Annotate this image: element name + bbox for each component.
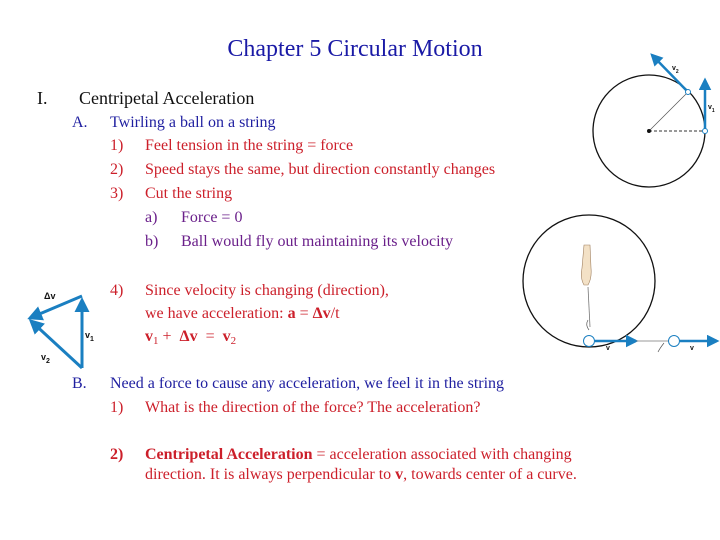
outline-marker-B1: 1) xyxy=(110,399,124,416)
centripetal-definition-line2: direction. It is always perpendicular to… xyxy=(145,466,577,484)
equals-sign: = xyxy=(197,328,223,345)
outline-item-force-zero: Force = 0 xyxy=(181,209,243,226)
circle-label-v1: v1 xyxy=(708,104,715,114)
v2-subscript: 2 xyxy=(230,335,237,347)
outline-item-velocity-changing: Since velocity is changing (direction), xyxy=(145,282,389,299)
acceleration-prefix: we have acceleration: xyxy=(145,305,288,322)
outline-item-twirling: Twirling a ball on a string xyxy=(110,114,276,131)
delta-v-symbol: Δv xyxy=(179,328,198,345)
outline-item-need-force: Need a force to cause any acceleration, … xyxy=(110,375,505,392)
triangle-label-v1: v1 xyxy=(85,330,94,343)
per-time: /t xyxy=(330,305,340,322)
outline-marker-A3: 3) xyxy=(110,185,124,202)
label-sub: 1 xyxy=(90,336,94,343)
acceleration-symbol: a xyxy=(287,305,296,322)
label-v: v xyxy=(41,352,47,362)
outline-marker-I: I. xyxy=(37,88,48,108)
v2-tangent-arrow-icon xyxy=(650,53,689,93)
centripetal-term: Centripetal Acceleration xyxy=(145,446,313,463)
centripetal-definition-line1: Centripetal Acceleration = acceleration … xyxy=(145,446,572,464)
vector-sum-equation: v1 + Δv = v2 xyxy=(145,328,236,347)
outline-marker-A3a: a) xyxy=(145,209,158,226)
ball-label-v-right: v xyxy=(690,345,694,352)
outline-marker-A4: 4) xyxy=(110,282,124,299)
centripetal-definition: = acceleration associated with changing xyxy=(312,446,572,463)
outline-marker-B2: 2) xyxy=(110,446,124,463)
outline-item-fly-out: Ball would fly out maintaining its veloc… xyxy=(181,233,453,250)
ball-label-v-left: v xyxy=(606,345,610,352)
definition-suffix: , towards center of a curve. xyxy=(403,466,577,483)
outline-item-speed: Speed stays the same, but direction cons… xyxy=(145,161,496,178)
triangle-label-v2: v2 xyxy=(41,352,50,365)
v2-symbol: v xyxy=(222,328,231,345)
outline-item-direction-question: What is the direction of the force? The … xyxy=(145,399,481,416)
definition-prefix: direction. It is always perpendicular to xyxy=(145,466,396,483)
slide-title: Chapter 5 Circular Motion xyxy=(227,36,483,62)
acceleration-definition: we have acceleration: a = Δv/t xyxy=(145,305,340,323)
hand-icon xyxy=(581,244,592,286)
outline-marker-A1: 1) xyxy=(110,137,124,154)
outline-marker-A2: 2) xyxy=(110,161,124,178)
triangle-label-dv: Δv xyxy=(44,291,56,301)
vector-triangle-diagram xyxy=(27,294,90,370)
outline-heading-centripetal: Centripetal Acceleration xyxy=(79,88,255,108)
circle-velocity-diagram xyxy=(592,53,712,188)
outline-marker-A3b: b) xyxy=(145,233,159,250)
equals-sign: = xyxy=(295,305,313,322)
outline-item-cut-string: Cut the string xyxy=(145,185,233,202)
ball-on-string-diagram xyxy=(522,214,720,353)
plus-sign: + xyxy=(158,328,180,345)
label-v: v xyxy=(672,65,676,72)
velocity-symbol: v xyxy=(395,466,404,483)
v2-arrow-icon xyxy=(28,318,84,370)
label-v: v xyxy=(708,104,712,111)
delta-v-symbol: Δv xyxy=(312,305,331,322)
label-v: v xyxy=(85,330,91,340)
label-sub: 1 xyxy=(711,108,715,114)
v1-symbol: v xyxy=(145,328,153,345)
label-sub: 2 xyxy=(46,358,50,365)
delta-v-arrow-icon xyxy=(27,294,83,321)
outline-marker-A: A. xyxy=(72,114,88,131)
label-sub: 2 xyxy=(675,69,679,75)
circle-label-v2: v2 xyxy=(672,65,679,75)
v1-subscript: 1 xyxy=(153,335,159,347)
outline-marker-B: B. xyxy=(72,375,87,392)
outline-item-tension: Feel tension in the string = force xyxy=(145,137,354,154)
